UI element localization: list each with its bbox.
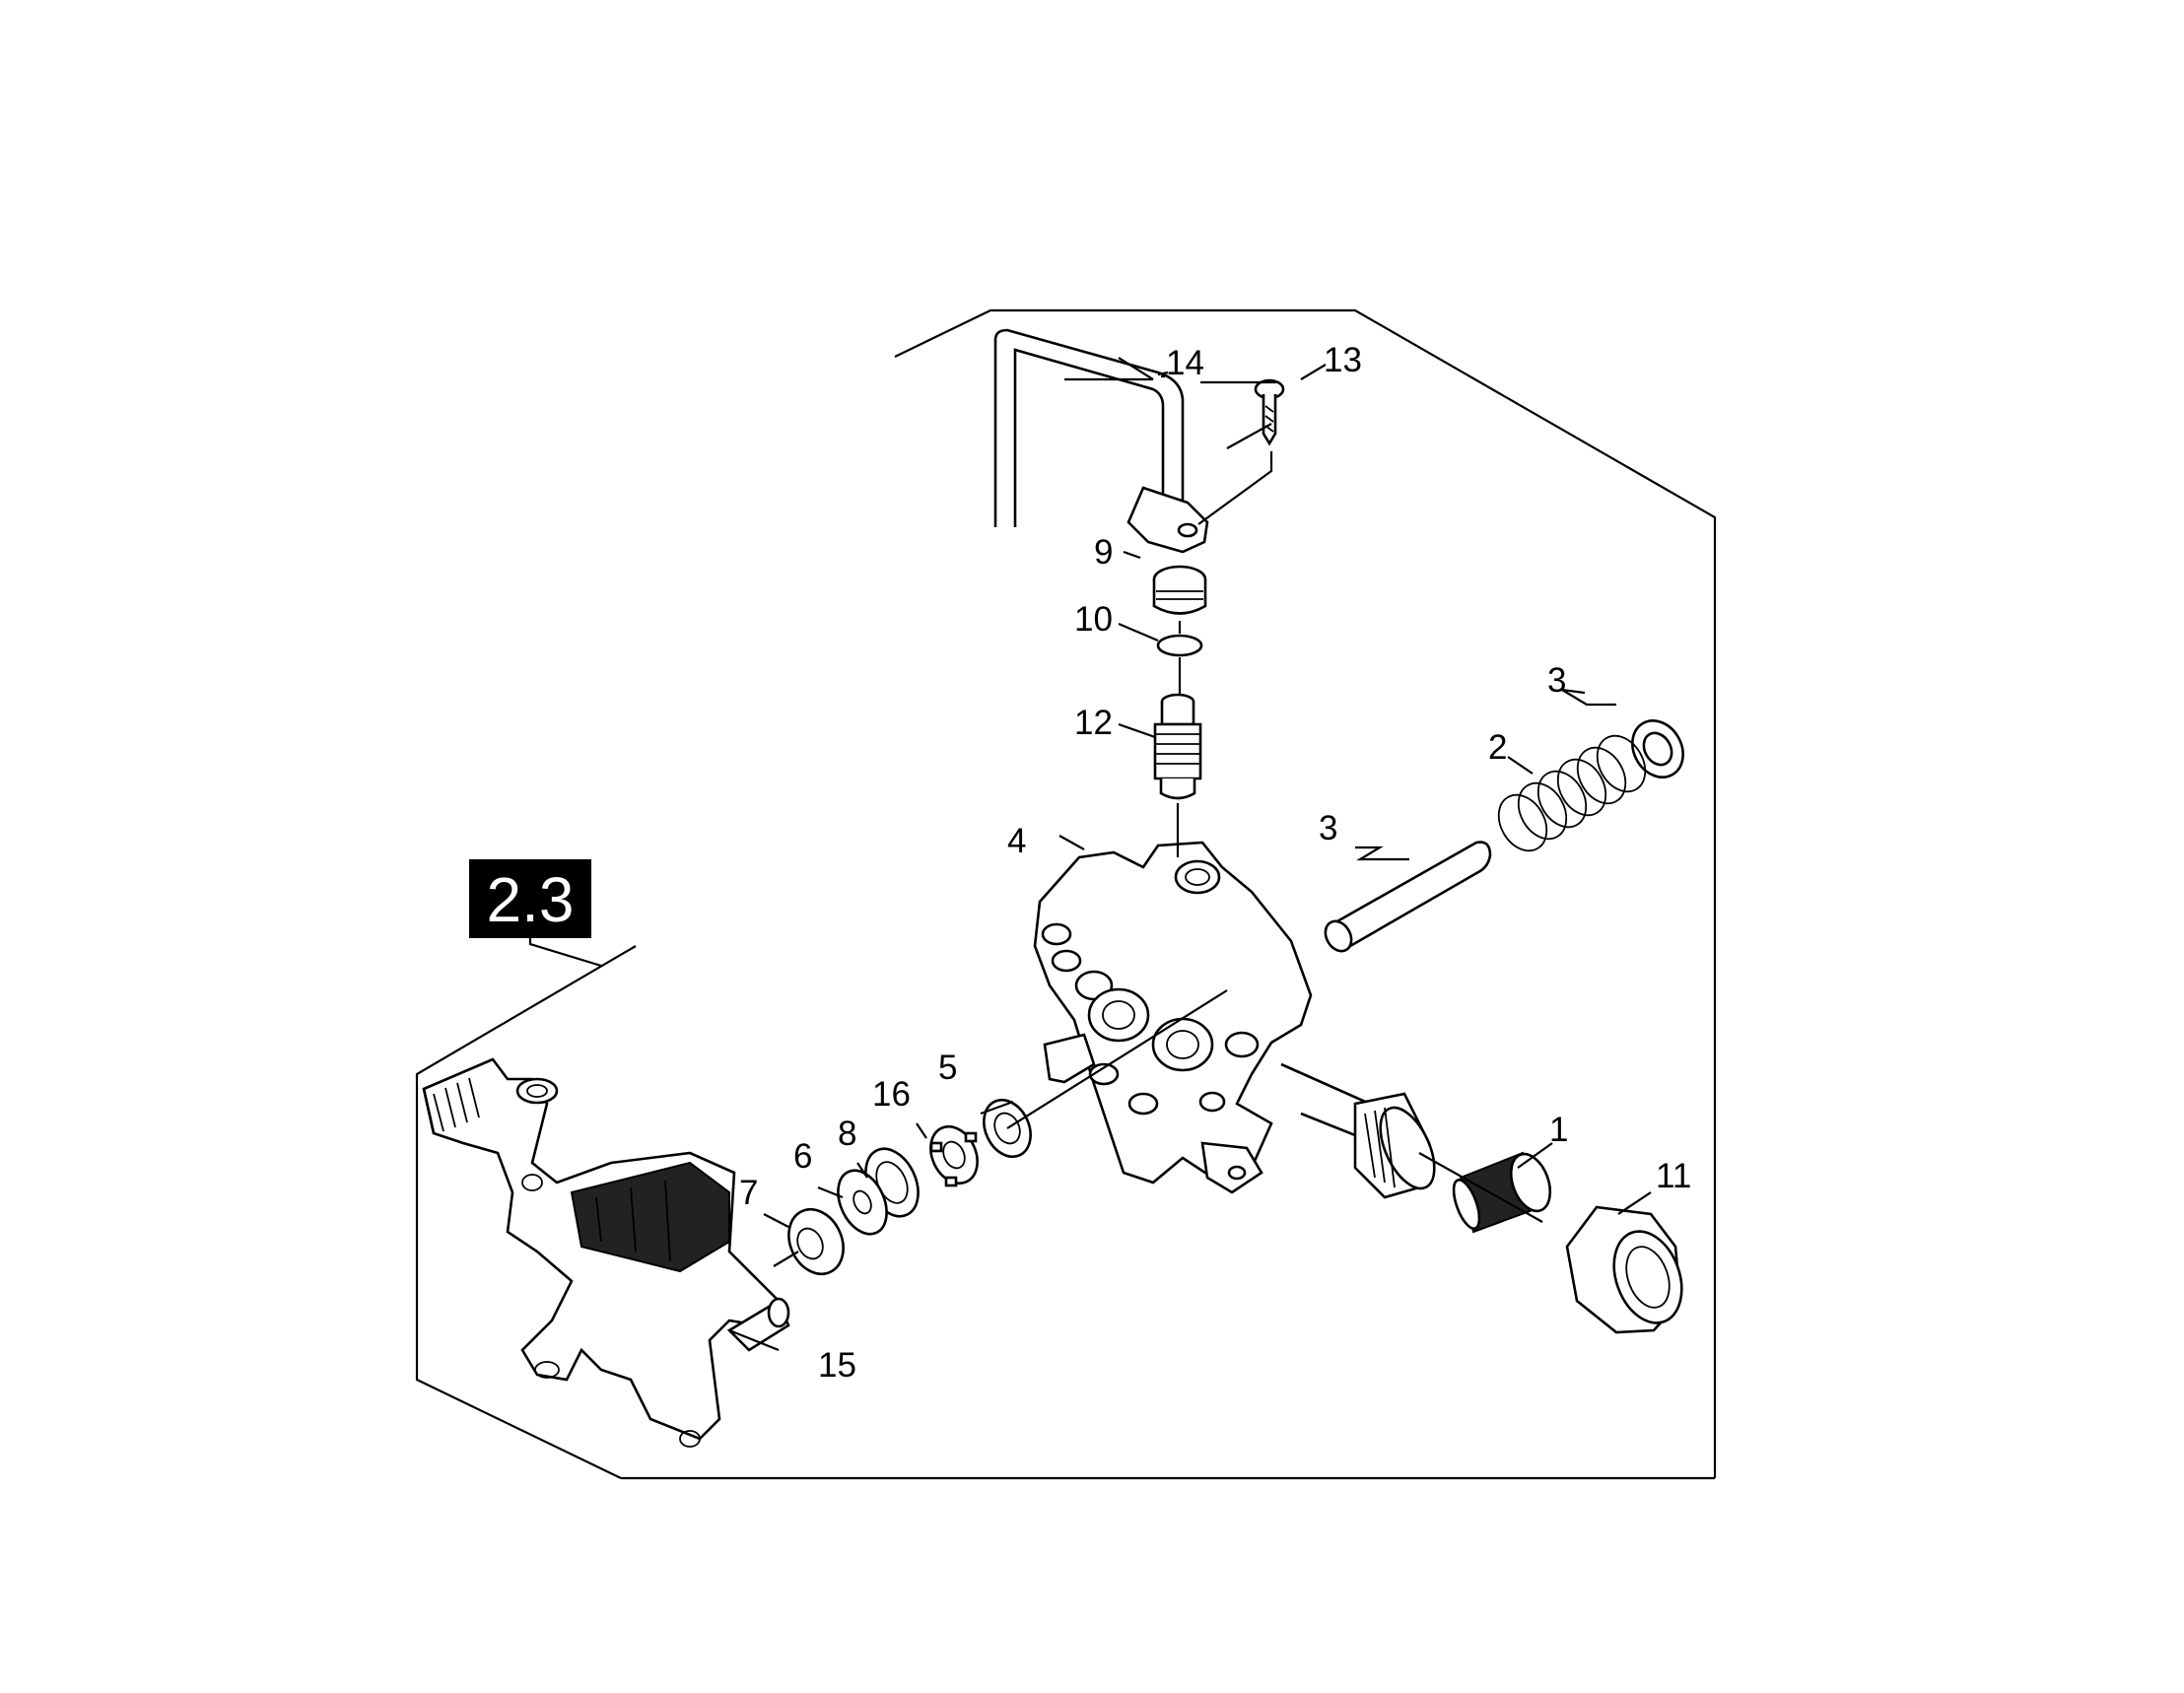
callout-2: 2 <box>1488 728 1507 767</box>
lower-frame-outline <box>415 945 637 1479</box>
inlet-fitting <box>1280 1062 1436 1199</box>
section-tag-label: 2.3 <box>487 864 575 935</box>
retainer-ring <box>1631 719 1684 779</box>
filter-screen <box>1452 1151 1552 1234</box>
callout-9: 9 <box>1094 533 1113 572</box>
callout-11: 11 <box>1656 1157 1691 1195</box>
star-washer <box>929 1124 979 1187</box>
callout-15: 15 <box>818 1346 856 1385</box>
manifold <box>422 1057 790 1448</box>
callout-labels: 14 13 9 10 12 3 2 3 4 5 16 8 6 7 15 1 11 <box>739 341 1691 1385</box>
o-ring <box>1156 634 1203 657</box>
callout-6: 6 <box>793 1137 812 1176</box>
callout-8: 8 <box>838 1115 856 1153</box>
callout-10: 10 <box>1074 600 1113 639</box>
spring <box>1497 734 1647 852</box>
callout-16: 16 <box>872 1075 911 1114</box>
hex-nut <box>1565 1205 1683 1334</box>
pump-head <box>1033 841 1313 1194</box>
valve-cartridge <box>1153 693 1202 800</box>
washer <box>837 1169 888 1236</box>
callout-3-top: 3 <box>1547 661 1566 700</box>
callout-5: 5 <box>938 1049 957 1087</box>
section-tag: 2.3 <box>469 859 602 968</box>
callout-4: 4 <box>1007 822 1026 860</box>
high-pressure-seal <box>787 1207 845 1276</box>
bypass-pipe <box>993 328 1209 554</box>
plug <box>1152 565 1207 615</box>
leader-lines <box>728 357 1652 1352</box>
screw <box>1254 378 1285 446</box>
upper-frame-outline <box>621 308 1717 1480</box>
callout-3-rod: 3 <box>1319 809 1337 847</box>
callout-1: 1 <box>1549 1111 1568 1149</box>
piston-rod <box>1324 841 1492 953</box>
callout-7: 7 <box>739 1174 758 1212</box>
callout-13: 13 <box>1324 341 1362 379</box>
callout-12: 12 <box>1074 704 1113 742</box>
callout-14: 14 <box>1166 344 1204 382</box>
